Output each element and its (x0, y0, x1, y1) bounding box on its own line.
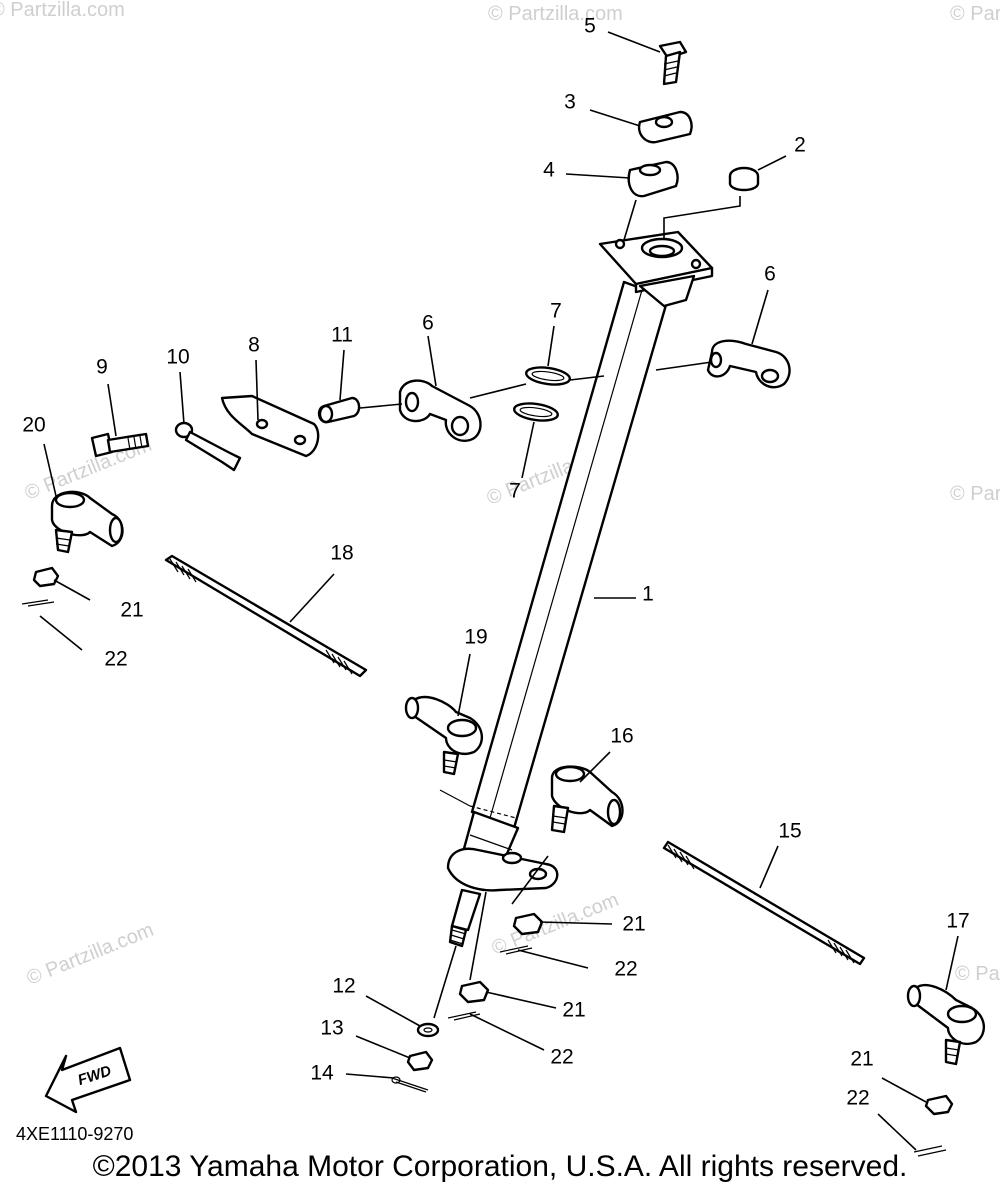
callout-22: 22 (104, 648, 127, 671)
bolt-9 (90, 432, 150, 458)
plate-8 (220, 394, 320, 458)
nut-21-left (21, 566, 60, 607)
callout-15: 15 (778, 820, 801, 843)
holder-cap-3 (637, 110, 693, 144)
callout-8: 8 (248, 334, 260, 357)
callout-21: 21 (622, 913, 645, 936)
clamp-6-right (706, 339, 791, 389)
watermark: © Partzilla.com (24, 919, 157, 990)
circlip-7 (512, 366, 572, 422)
tie-rod-15 (662, 840, 866, 966)
tie-rod-end-20 (50, 490, 124, 554)
callout-20: 20 (22, 414, 45, 437)
callout-16: 16 (610, 725, 633, 748)
watermark: © Partzilla.com (0, 0, 125, 21)
callout-19: 19 (464, 626, 487, 649)
nut-21-right (913, 1094, 954, 1157)
washer-12 (416, 1022, 440, 1038)
leader-lines (39, 31, 959, 1151)
callout-labels: 5 3 2 4 6 6 7 7 11 8 10 9 20 18 1 21 22 … (22, 15, 969, 1110)
callout-7: 7 (550, 300, 562, 323)
callout-21: 21 (120, 599, 143, 622)
cotter-pin-14 (391, 1076, 429, 1093)
callout-5: 5 (584, 15, 596, 38)
diagram-code: 4XE1110-9270 (16, 1124, 133, 1144)
nut-21-center (447, 912, 544, 1021)
callout-18: 18 (330, 542, 353, 565)
tie-rod-end-19 (404, 695, 483, 776)
callout-13: 13 (320, 1017, 343, 1040)
watermark: © Partzilla.com (955, 963, 1000, 985)
callout-14: 14 (310, 1062, 334, 1085)
callout-22: 22 (846, 1087, 869, 1110)
watermark: © Partzilla.com (950, 3, 1000, 25)
copyright-notice: ©2013 Yamaha Motor Corporation, U.S.A. A… (92, 1150, 908, 1183)
collar-11 (317, 396, 361, 424)
tie-rod-end-17 (906, 983, 985, 1066)
callout-17: 17 (946, 910, 969, 933)
callout-22: 22 (614, 958, 637, 981)
callout-4: 4 (543, 159, 555, 182)
callout-9: 9 (96, 356, 108, 379)
callout-2: 2 (794, 134, 806, 157)
lock-washer-10 (174, 421, 242, 472)
tie-rod-18 (164, 554, 368, 678)
plug-2 (728, 166, 760, 192)
watermark: © Partzilla.com (488, 3, 623, 25)
holder-4 (627, 160, 679, 198)
callout-21: 21 (562, 999, 585, 1022)
callout-21: 21 (850, 1048, 873, 1071)
callout-22: 22 (550, 1046, 573, 1069)
callout-11: 11 (331, 324, 353, 347)
callout-12: 12 (332, 975, 355, 998)
steering-column (439, 230, 714, 948)
callout-3: 3 (564, 91, 576, 114)
nut-13 (406, 1050, 434, 1072)
tie-rod-end-16 (550, 765, 624, 834)
arm-6-left (398, 379, 482, 442)
watermark: © Partzilla.com (950, 483, 1000, 505)
callout-6: 6 (422, 312, 434, 335)
callout-1: 1 (642, 583, 654, 606)
callout-10: 10 (166, 346, 189, 369)
bolt-5 (658, 40, 688, 86)
callout-7: 7 (509, 480, 521, 503)
fwd-arrow-icon: FWD (44, 1046, 132, 1114)
callout-6: 6 (764, 263, 776, 286)
